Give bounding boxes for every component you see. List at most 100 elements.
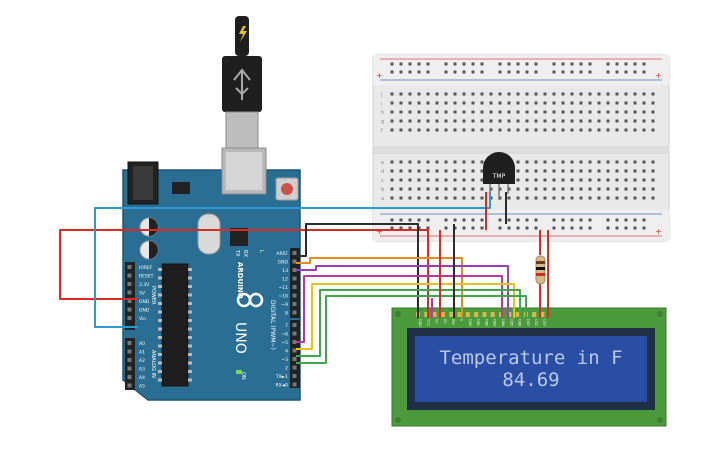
lcd-pin-label: DB6: [518, 319, 522, 326]
breadboard-rail-hole: [516, 62, 520, 66]
breadboard-hole: [444, 178, 448, 182]
reset-button-cap[interactable]: [281, 183, 293, 195]
lcd-pin: [465, 312, 470, 317]
breadboard-hole: [597, 128, 601, 132]
digital-top-pin-label: 8: [285, 311, 288, 317]
analog-pin: [127, 341, 132, 345]
breadboard-hole: [390, 169, 394, 173]
breadboard-hole: [606, 169, 610, 173]
breadboard-hole: [498, 128, 502, 132]
breadboard-rail-hole: [444, 62, 448, 66]
power-pin-label: GND: [139, 308, 150, 314]
breadboard-hole: [453, 187, 457, 191]
chip-leg: [158, 353, 162, 356]
breadboard-rail-hole: [570, 226, 574, 230]
lcd-pin: [449, 312, 454, 317]
chip-leg: [188, 293, 192, 297]
chip-leg: [158, 276, 162, 280]
breadboard-hole: [489, 187, 493, 191]
lcd-pin: [515, 312, 520, 317]
wire-pin3-to-db6: [296, 289, 521, 357]
lcd-line-1: Temperature in F: [439, 347, 622, 369]
digital-top-pin: [292, 259, 297, 264]
power-label: POWER: [150, 286, 156, 305]
usb-cable: [222, 16, 262, 149]
lcd-screen: [415, 336, 647, 402]
breadboard-rail-hole: [462, 226, 466, 230]
digital-top-pin-label: GND: [278, 260, 289, 266]
breadboard-hole: [588, 196, 592, 200]
breadboard-hole: [480, 119, 484, 123]
breadboard-rail-hole: [426, 62, 430, 66]
on-led-label: ON: [240, 372, 246, 380]
lcd-mount-hole-bl: [395, 417, 401, 423]
arduino-logo: [236, 292, 264, 308]
breadboard-hole: [642, 196, 646, 200]
breadboard-rail-hole: [615, 62, 619, 66]
breadboard-hole: [516, 101, 520, 105]
arduino-model: UNO: [232, 322, 248, 354]
breadboard-rail-hole: [444, 70, 448, 74]
breadboard-hole: [462, 101, 466, 105]
breadboard-rail-hole: [417, 70, 421, 74]
breadboard-hole: [561, 187, 565, 191]
breadboard-rail-hole: [471, 70, 475, 74]
breadboard-hole: [498, 92, 502, 96]
breadboard-hole: [390, 128, 394, 132]
breadboard-hole: [543, 196, 547, 200]
breadboard-hole: [417, 119, 421, 123]
power-pin: [127, 265, 132, 269]
breadboard-rail-hole: [426, 226, 430, 230]
lcd-mount-hole-br: [657, 417, 663, 423]
lcd-pin: [440, 312, 445, 317]
breadboard-hole: [507, 110, 511, 114]
breadboard-hole: [462, 119, 466, 123]
breadboard-hole: [399, 178, 403, 182]
breadboard-hole: [552, 101, 556, 105]
wires: [59, 192, 549, 364]
breadboard-rail-hole: [462, 218, 466, 222]
breadboard-rail-hole: [534, 62, 538, 66]
breadboard-hole: [417, 128, 421, 132]
lcd-pin: [540, 312, 545, 317]
chip-leg: [188, 276, 192, 280]
analog-label: ANALOG IN: [150, 350, 156, 378]
breadboard-hole: [507, 92, 511, 96]
breadboard-hole: [498, 187, 502, 191]
breadboard-rail-hole: [552, 226, 556, 230]
row-letter: j: [380, 92, 382, 98]
breadboard-hole: [426, 119, 430, 123]
breadboard-hole: [543, 110, 547, 114]
breadboard-hole: [435, 92, 439, 96]
breadboard-rail-hole: [642, 62, 646, 66]
breadboard-hole: [453, 169, 457, 173]
power-jack-inner: [133, 166, 153, 200]
breadboard-hole: [642, 169, 646, 173]
breadboard-hole: [597, 101, 601, 105]
breadboard-hole: [579, 169, 583, 173]
breadboard-hole: [561, 169, 565, 173]
digital-header-top: [290, 248, 300, 318]
breadboard-rail-hole: [552, 62, 556, 66]
breadboard-hole: [606, 160, 610, 164]
breadboard-rail-hole: [633, 218, 637, 222]
breadboard-hole: [453, 128, 457, 132]
breadboard-hole: [588, 178, 592, 182]
chip-leg: [158, 361, 162, 365]
breadboard-hole: [480, 92, 484, 96]
breadboard-rail-hole: [579, 218, 583, 222]
breadboard-hole: [507, 187, 511, 191]
breadboard-hole: [462, 178, 466, 182]
breadboard-hole: [651, 128, 655, 132]
breadboard-rail-hole: [570, 62, 574, 66]
breadboard-hole: [579, 128, 583, 132]
breadboard-hole: [615, 92, 619, 96]
breadboard-hole: [399, 110, 403, 114]
breadboard-hole: [462, 110, 466, 114]
breadboard-hole: [543, 187, 547, 191]
breadboard-hole: [525, 187, 529, 191]
breadboard-hole: [390, 119, 394, 123]
breadboard-rail-hole: [462, 70, 466, 74]
breadboard-hole: [408, 92, 412, 96]
